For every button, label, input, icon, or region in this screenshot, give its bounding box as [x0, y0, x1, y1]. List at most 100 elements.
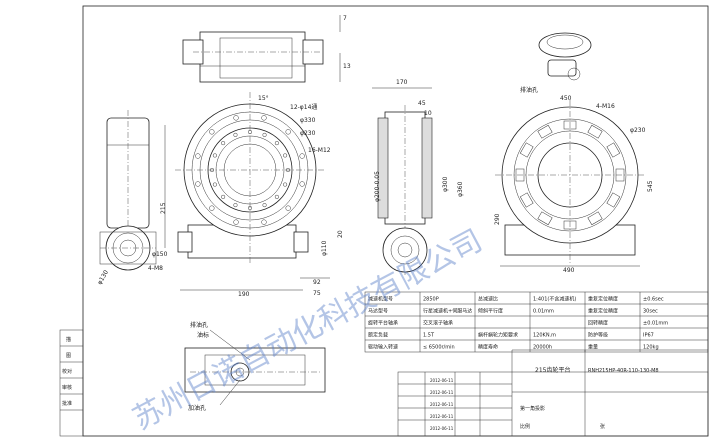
spec-cell: 驱动输入转速 [368, 344, 398, 351]
rib-slot [519, 142, 534, 158]
dim-45: 45 [418, 100, 426, 107]
dim-545: 545 [647, 180, 654, 192]
spec-cell: 重量 [588, 344, 598, 351]
spec-cell: 20000h [533, 345, 552, 351]
spec-cell: ±0.6sec [643, 297, 664, 303]
dim-top-13: 13 [343, 63, 351, 70]
dim-phi130: φ130 [96, 269, 110, 286]
dim-phi230: φ230 [300, 130, 316, 137]
scale-label: 比例 [520, 423, 530, 430]
spec-cell: 精度寿命 [478, 344, 498, 351]
tapped-hole [209, 167, 215, 173]
view-top-plan: 7 13 [182, 15, 351, 83]
view-rear: 排油孔 450 4-M16 φ230 545 290 490 [494, 86, 654, 274]
dim-490: 490 [563, 267, 575, 274]
dim-4-m8: 4-M8 [148, 265, 163, 272]
view-left-side: φ150 4-M8 φ130 215 [96, 110, 168, 286]
side-label-1: 描 [66, 336, 71, 343]
date-5: 2012-06-11 [430, 426, 454, 431]
sheet-label: 张 [600, 423, 605, 430]
dim-75: 75 [313, 290, 321, 297]
bolt-hole [285, 205, 291, 211]
tapped-hole [262, 132, 267, 137]
dim-16-m12: 16-M12 [308, 147, 331, 154]
spec-cell: 蜗杆蜗轮力矩要求 [478, 332, 518, 339]
bolt-hole [299, 153, 305, 159]
bolt-hole [299, 181, 305, 187]
tapped-hole [247, 129, 253, 135]
dim-top-7: 7 [343, 15, 347, 22]
side-label-3: 校对 [62, 368, 72, 375]
dim-12-phi14: 12-φ14通 [290, 103, 317, 111]
rib-slot [587, 124, 603, 139]
spec-cell: 减速机型号 [368, 296, 393, 303]
dim-10: 10 [424, 110, 432, 117]
date-1: 2012-06-11 [430, 378, 454, 383]
spec-cell: 马达型号 [368, 308, 388, 315]
rib-slot [606, 192, 621, 208]
spec-cell: 防护等级 [588, 332, 608, 339]
spec-cell: 交叉滚子轴承 [423, 320, 453, 327]
dim-phi330: φ330 [300, 117, 316, 124]
spec-cell: 重复定位精度 [588, 308, 618, 315]
iso-thumbnail [538, 32, 592, 81]
spec-cell: IP67 [643, 333, 654, 339]
dim-phi360: φ360 [457, 181, 464, 197]
tapped-hole [285, 167, 291, 173]
tapped-hole [283, 153, 288, 158]
spec-cell: 额定负载 [368, 332, 388, 339]
tapped-hole [212, 153, 217, 158]
dim-450: 450 [560, 95, 572, 102]
spec-cell: 旋转平台轴承 [368, 320, 398, 327]
spec-cell: 1:401(不含减速机) [533, 296, 576, 303]
left-side-strip: 描 图 校对 审核 批准 [59, 329, 84, 437]
rib-slot [519, 192, 534, 208]
bolt-hole [285, 129, 291, 135]
label-fill-hole: 加油孔 [188, 404, 206, 412]
spec-cell: 0.01mm [533, 309, 554, 315]
spec-cell: 倾斜平行度 [478, 308, 503, 315]
spec-cell: 2850P [423, 297, 439, 303]
dim-phi150: φ150 [152, 251, 168, 258]
date-2: 2012-06-11 [430, 390, 454, 395]
dim-phi300: φ300 [442, 176, 449, 192]
title-block: 215齿轮平台 RNH215HP-40R-110-130-M8 2012-06-… [397, 349, 709, 437]
view-front-ring: 15° 12-φ14通 φ330 φ230 16-M12 190 92 75 φ… [175, 92, 344, 298]
rib-slot [587, 211, 603, 226]
dim-phi230-rear: φ230 [630, 127, 646, 134]
model-number: RNH215HP-40R-110-130-M8 [588, 368, 659, 374]
bolt-hole [195, 153, 201, 159]
bolt-hole [261, 115, 267, 121]
dim-20: 20 [337, 230, 344, 238]
title-note: 215齿轮平台 [535, 366, 570, 374]
date-4: 2012-06-11 [430, 414, 454, 419]
spec-cell: 1.5T [423, 333, 435, 339]
spec-cell: 30sec [643, 309, 658, 315]
spec-cell: ≤ 6500r/min [423, 345, 455, 351]
spec-cell: 总减速比 [478, 296, 498, 303]
label-oil-drain: 排油孔 [190, 321, 208, 329]
dim-phi110: φ110 [321, 240, 328, 256]
tapped-hole [274, 141, 279, 146]
rib-slot [606, 142, 621, 158]
label-oil-plug: 油标 [197, 331, 209, 339]
bolt-hole [195, 181, 201, 187]
label-oil-drain-top: 排油孔 [520, 86, 538, 94]
tapped-hole [283, 182, 288, 187]
rib-slot [563, 220, 577, 230]
rib-slot [537, 211, 553, 226]
tapped-hole [274, 194, 279, 199]
spec-cell: 回转精度 [588, 320, 608, 327]
spec-cell: ±0.01mm [643, 321, 668, 327]
dim-215: 215 [160, 202, 167, 214]
tapped-hole [212, 182, 217, 187]
spec-table: 减速机型号 2850P 总减速比 1:401(不含减速机) 重复定位精度 ±0.6sec 马… [364, 291, 709, 353]
dim-phi200: φ200-0.05 [374, 171, 381, 202]
bolt-hole [233, 115, 239, 121]
spec-cell: 行星减速机+伺服马达 [423, 308, 472, 315]
dim-angle-15: 15° [258, 95, 269, 102]
bolt-hole [209, 205, 215, 211]
side-label-4: 审核 [62, 384, 72, 391]
spec-cell: 120kg [643, 345, 659, 351]
spec-cell: 重复定位精度 [588, 296, 618, 303]
